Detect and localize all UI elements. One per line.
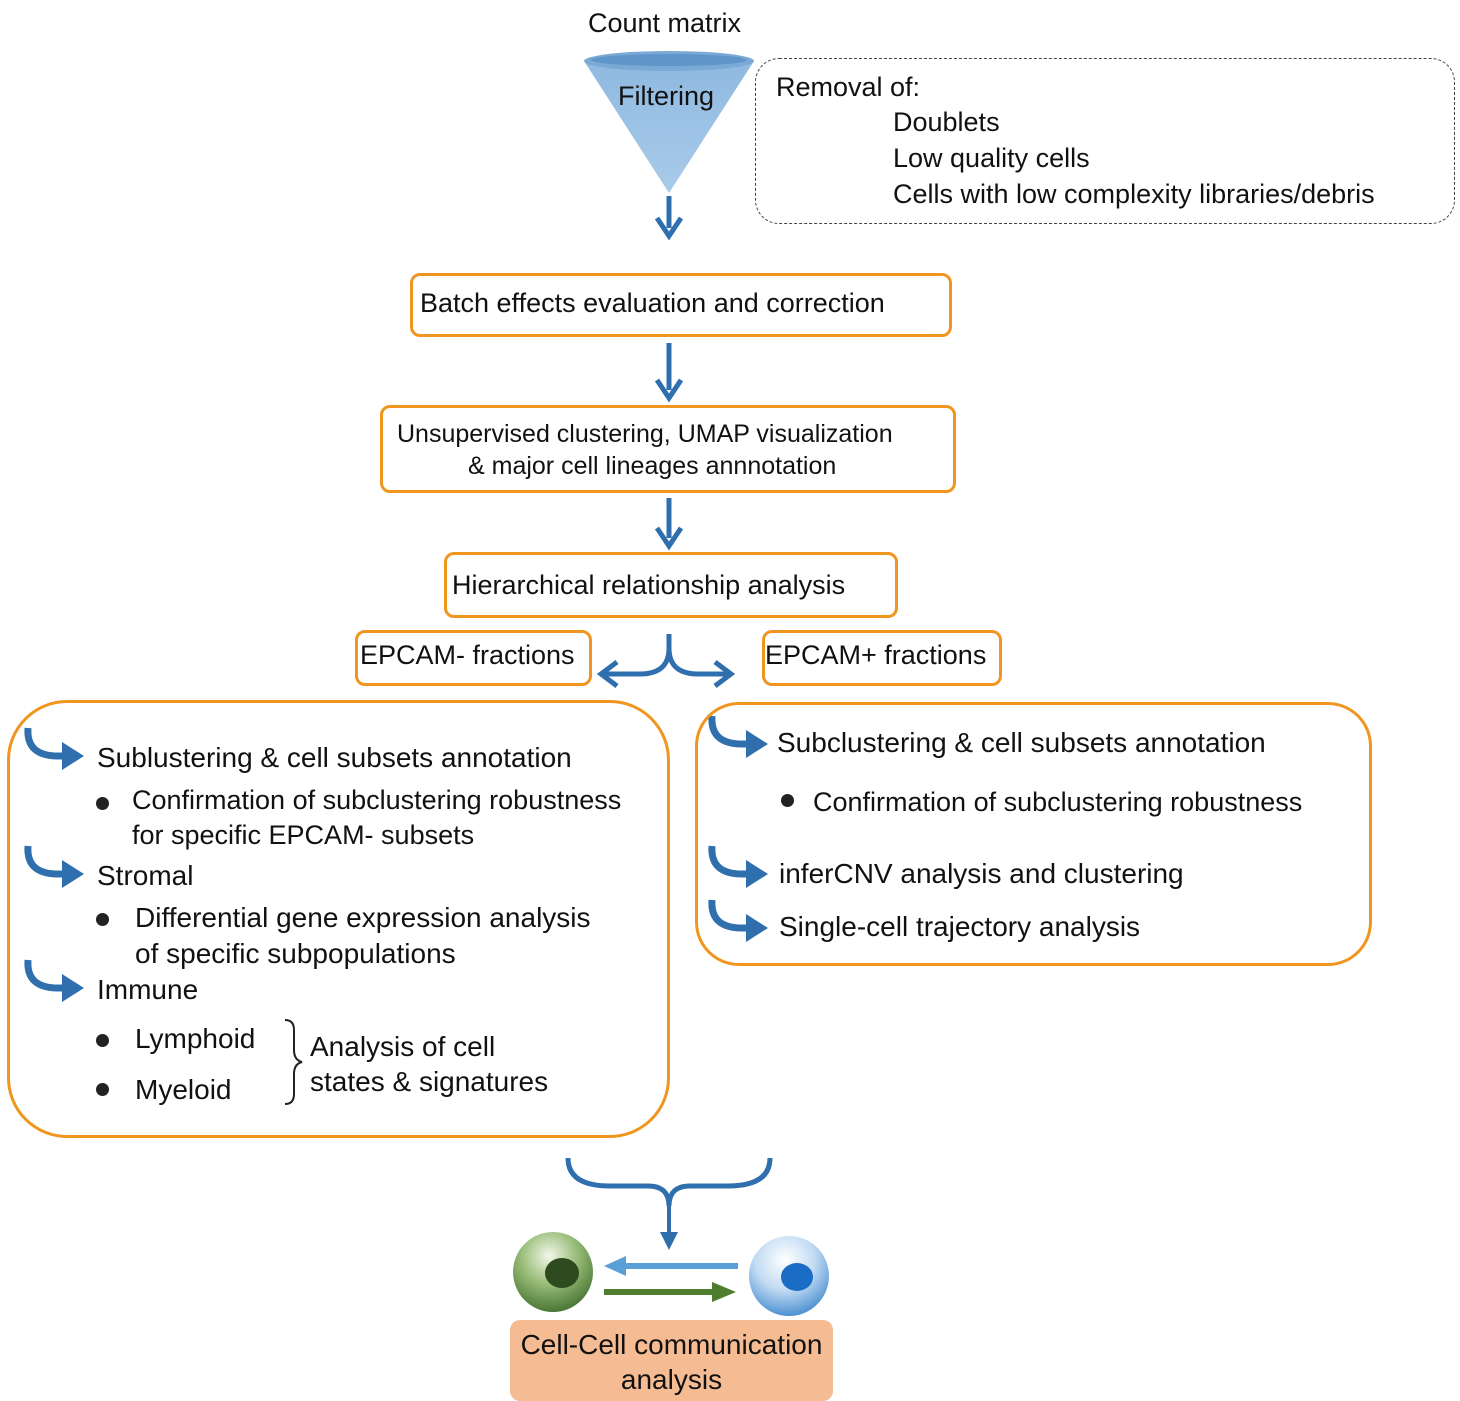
flow-arrow-2 — [654, 343, 684, 403]
batch-correction-box — [410, 273, 952, 337]
clustering-box — [380, 405, 956, 493]
removal-item: Cells with low complexity libraries/debr… — [893, 179, 1375, 209]
batch-correction-label: Batch effects evaluation and correction — [420, 288, 885, 318]
removal-title: Removal of: — [776, 72, 921, 102]
blue-cell-icon — [749, 1236, 829, 1316]
signal-arrow-left-icon — [604, 1256, 738, 1276]
left-subclustering-bullet-cont: for specific EPCAM- subsets — [132, 820, 475, 850]
funnel-icon — [584, 51, 754, 193]
stromal-bullet: Differential gene expression analysis — [135, 902, 591, 933]
hook-arrow-icon — [24, 845, 84, 888]
hook-arrow-icon — [24, 959, 84, 1002]
left-subclustering-heading: Sublustering & cell subsets annotation — [97, 742, 572, 773]
epcam-plus-box — [762, 630, 1002, 686]
hierarchy-label: Hierarchical relationship analysis — [452, 570, 846, 600]
lymphoid-label: Lymphoid — [135, 1023, 256, 1054]
hook-arrow-icon — [708, 845, 768, 888]
brace-icon — [284, 1019, 303, 1105]
bullet — [96, 1083, 109, 1096]
removal-box — [755, 58, 1455, 224]
myeloid-label: Myeloid — [135, 1074, 232, 1105]
epcam-minus-panel — [7, 700, 670, 1138]
flow-arrow-1 — [654, 196, 684, 241]
immune-heading: Immune — [97, 974, 199, 1005]
right-subclustering-bullet: Confirmation of subclustering robustness — [813, 787, 1303, 817]
hierarchy-box — [444, 552, 898, 618]
signal-arrow-right-icon — [604, 1282, 736, 1302]
infercnv-label: inferCNV analysis and clustering — [779, 858, 1184, 889]
stromal-bullet-cont: of specific subpopulations — [135, 938, 456, 969]
epcam-plus-panel — [695, 702, 1372, 966]
trajectory-label: Single-cell trajectory analysis — [779, 911, 1141, 942]
count-matrix-label: Count matrix — [588, 8, 742, 38]
flow-arrow-3 — [654, 498, 684, 551]
right-subclustering-heading: Subclustering & cell subsets annotation — [777, 727, 1266, 758]
bullet — [781, 794, 794, 807]
epcam-minus-box — [355, 630, 592, 686]
epcam-plus-label: EPCAM+ fractions — [765, 640, 987, 670]
clustering-label-line2: & major cell lineages annnotation — [468, 452, 837, 480]
removal-item: Low quality cells — [893, 143, 1090, 173]
communication-box — [510, 1320, 833, 1401]
merge-brace-icon — [565, 1157, 773, 1250]
bullet — [96, 797, 109, 810]
communication-label-cont: analysis — [620, 1364, 723, 1395]
left-subclustering-bullet: Confirmation of subclustering robustness — [132, 785, 622, 815]
clustering-label-line1: Unsupervised clustering, UMAP visualizat… — [397, 420, 893, 448]
stromal-heading: Stromal — [97, 860, 194, 891]
split-arrows-icon — [596, 634, 736, 688]
cell-states-label: Analysis of cell — [310, 1031, 496, 1062]
filtering-label: Filtering — [618, 81, 715, 111]
removal-item: Doublets — [893, 107, 1000, 137]
bullet — [96, 1034, 109, 1047]
cell-states-label-cont: states & signatures — [310, 1066, 549, 1097]
green-cell-icon — [513, 1232, 593, 1312]
bullet — [96, 913, 109, 926]
communication-label: Cell-Cell communication — [520, 1329, 823, 1360]
epcam-minus-label: EPCAM- fractions — [360, 640, 575, 670]
